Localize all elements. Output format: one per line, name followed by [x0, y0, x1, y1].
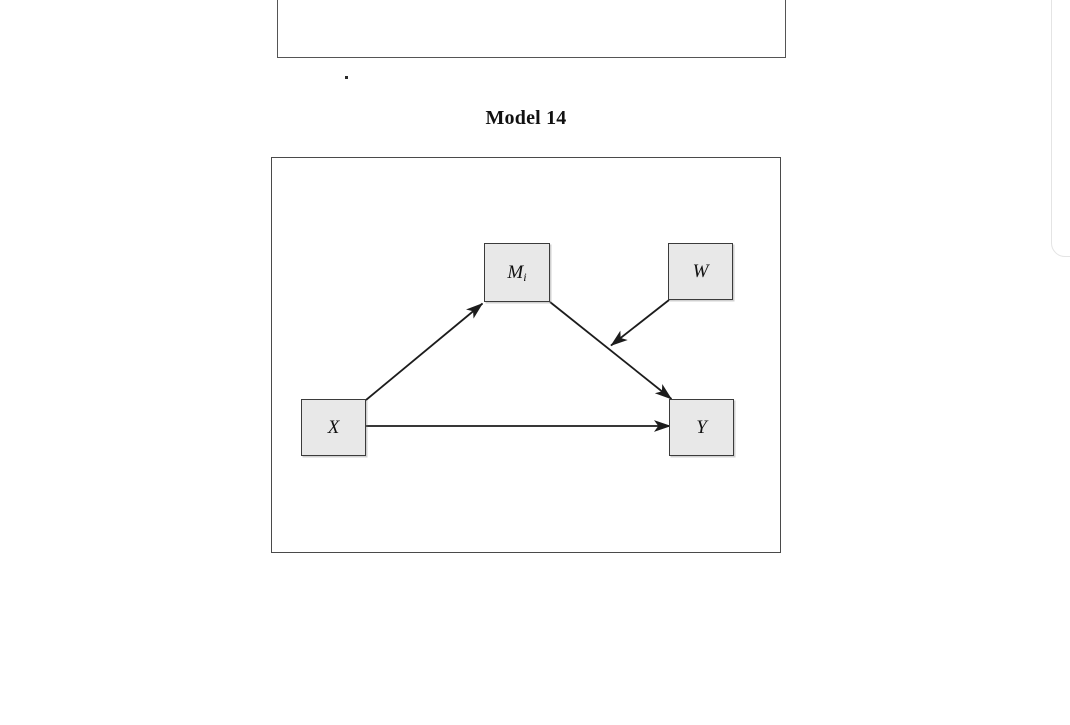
- right-panel-edge: [1051, 0, 1070, 257]
- node-y: Y: [669, 399, 734, 456]
- page-title: Model 14: [485, 107, 567, 129]
- node-w-label: W: [692, 260, 709, 282]
- diagram-arrows: [365, 299, 673, 432]
- node-x-label: X: [327, 416, 340, 438]
- edge-x-to-m: [365, 302, 484, 401]
- node-m-subscript: i: [523, 270, 527, 284]
- edge-m-to-y: [549, 301, 673, 400]
- node-m-label: M: [507, 261, 524, 283]
- edge-w-to-my-path: [610, 299, 670, 347]
- node-x: X: [301, 399, 366, 456]
- stray-period-mark: .: [345, 76, 348, 79]
- node-y-label: Y: [696, 416, 707, 438]
- node-w: W: [668, 243, 733, 300]
- previous-figure-frame: [277, 0, 786, 58]
- diagram-frame: [271, 157, 781, 553]
